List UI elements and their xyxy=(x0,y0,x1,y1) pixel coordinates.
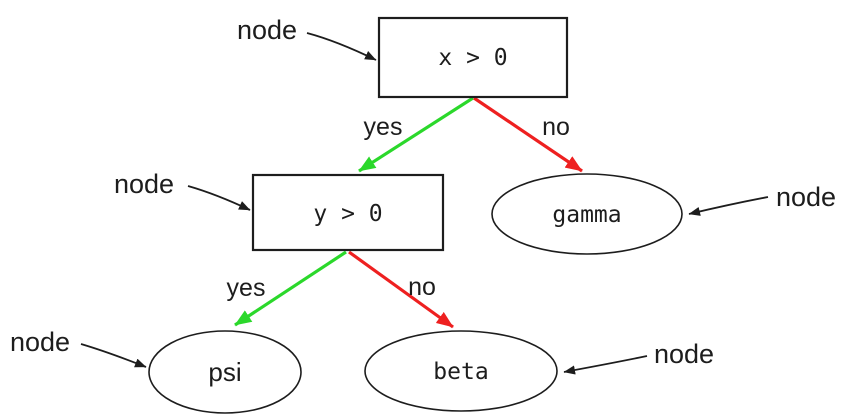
annotation-arrow-beta xyxy=(563,355,648,375)
annotation-arrow-child xyxy=(187,185,251,211)
node-ellipse-psi xyxy=(148,330,302,414)
edge-no-child-to-beta xyxy=(348,250,454,329)
annotation-arrow-gamma xyxy=(688,196,769,216)
edge-label-yes-top: yes xyxy=(364,113,403,141)
edge-no-root-to-gamma xyxy=(473,96,583,173)
edge-yes-child-to-psi xyxy=(234,250,347,327)
node-ellipse-beta xyxy=(364,330,558,412)
node-label-root: x > 0 xyxy=(438,45,507,71)
annotation-label-beta: node xyxy=(654,339,714,369)
node-label-psi: psi xyxy=(208,357,241,387)
node-label-beta: beta xyxy=(433,359,488,385)
node-ellipse-gamma xyxy=(491,173,683,255)
annotation-arrow-root xyxy=(306,32,377,61)
annotation-label-psi: node xyxy=(10,327,70,357)
node-rect-root xyxy=(377,16,569,99)
annotation-label-child: node xyxy=(114,169,174,199)
annotation-label-gamma: node xyxy=(776,182,836,212)
node-label-gamma: gamma xyxy=(552,202,621,228)
edge-label-yes-bottom: yes xyxy=(227,274,266,302)
edge-label-no-bottom: no xyxy=(408,273,436,301)
annotation-arrow-psi xyxy=(80,343,147,368)
node-label-child: y > 0 xyxy=(313,201,382,227)
node-rect-child xyxy=(251,173,445,252)
edge-yes-root-to-child xyxy=(358,96,474,173)
annotation-label-root: node xyxy=(237,15,297,45)
edge-label-no-top: no xyxy=(542,113,570,141)
